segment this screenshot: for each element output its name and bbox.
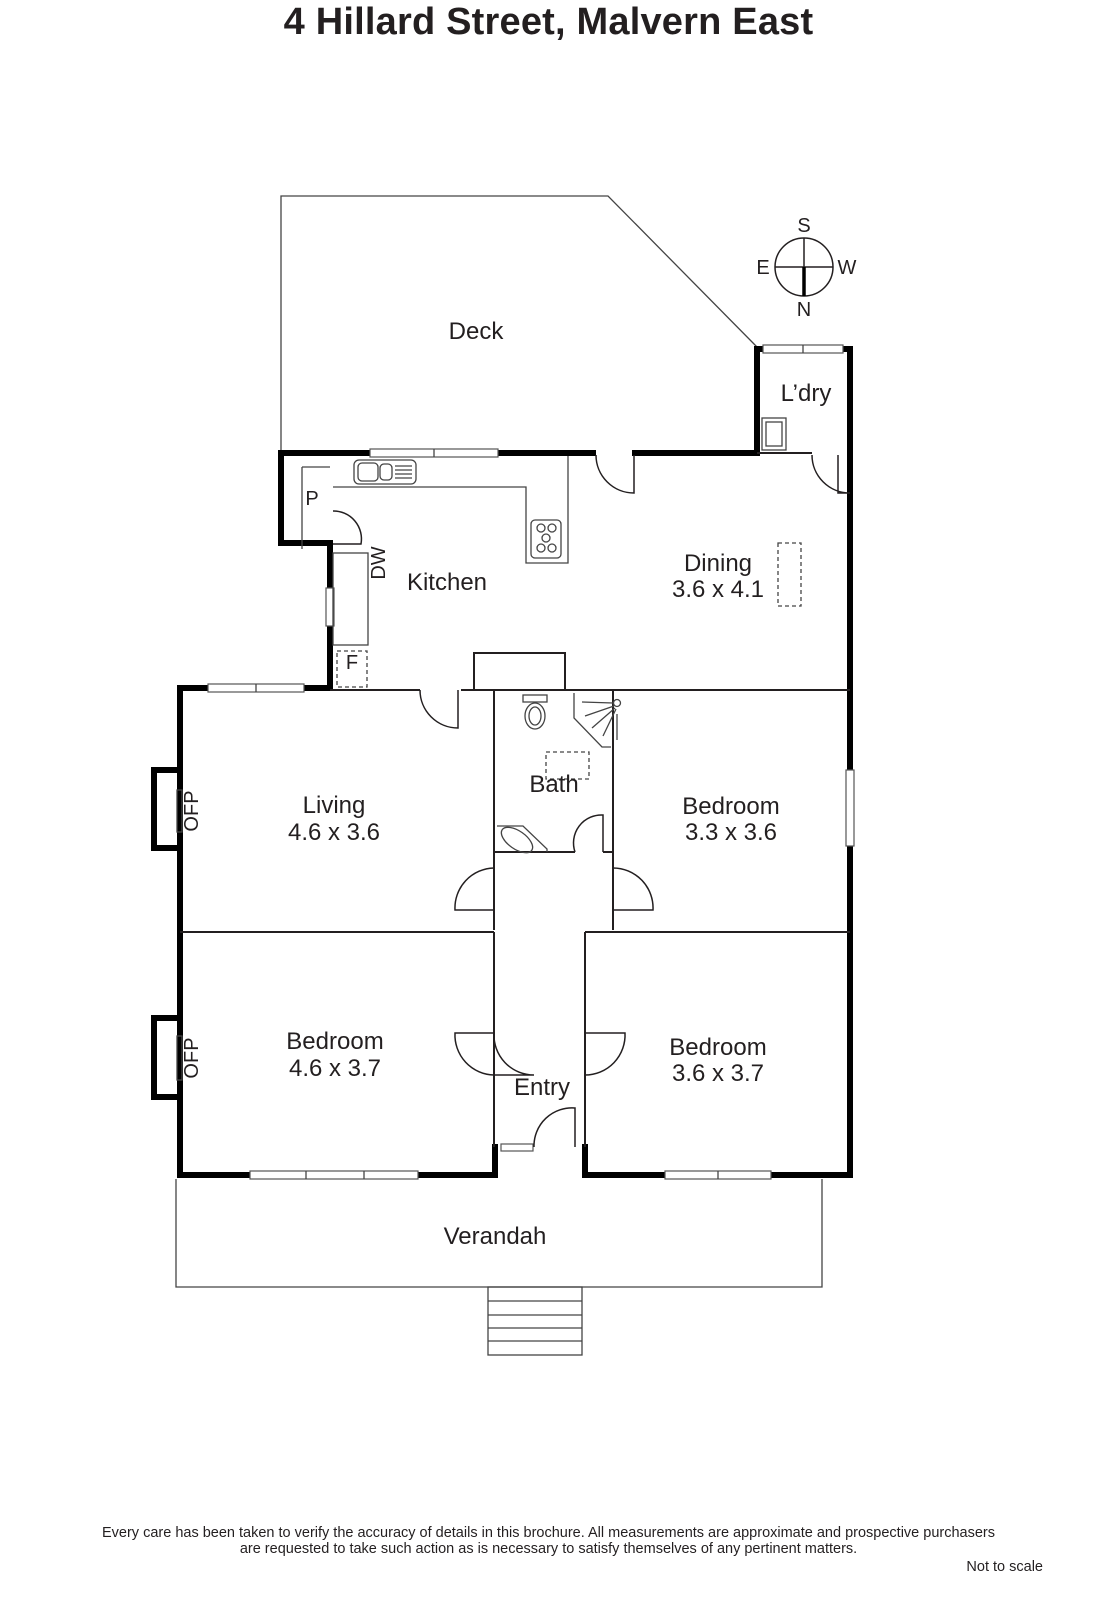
shower-icon	[573, 693, 622, 748]
room-dims-bedroom-east: 3.3 x 3.6	[685, 819, 777, 846]
label-open-fireplace-living: OFP	[181, 790, 203, 831]
doors	[332, 454, 851, 1148]
disclaimer-line-2: are requested to take such action as is …	[239, 1541, 858, 1557]
compass-east-label: E	[756, 257, 769, 279]
cooktop-icon	[530, 519, 562, 559]
scale-note: Not to scale	[966, 1559, 1043, 1575]
room-dims-bedroom-front-left: 4.6 x 3.7	[289, 1055, 381, 1082]
room-dims-living: 4.6 x 3.6	[288, 819, 380, 846]
page-title: 4 Hillard Street, Malvern East	[283, 1, 814, 43]
windows	[207, 344, 855, 1180]
room-dims-dining: 3.6 x 4.1	[672, 576, 764, 603]
room-label-living: Living	[303, 792, 366, 819]
compass-south-label: S	[797, 215, 810, 237]
room-label-bedroom-east: Bedroom	[682, 793, 779, 820]
basin-icon	[497, 825, 548, 854]
room-dims-bedroom-front-right: 3.6 x 3.7	[672, 1060, 764, 1087]
room-label-dining: Dining	[684, 550, 752, 577]
steps-icon	[487, 1286, 583, 1356]
bath-fixtures	[497, 693, 622, 854]
room-label-entry: Entry	[514, 1074, 570, 1101]
compass-west-label: W	[838, 257, 857, 279]
label-open-fireplace-bedroom: OFP	[181, 1037, 203, 1078]
room-label-bath: Bath	[529, 771, 578, 798]
room-label-laundry: L’dry	[781, 380, 832, 407]
room-label-pantry: P	[305, 488, 318, 510]
interior-walls	[180, 452, 850, 1147]
label-fridge: F	[346, 652, 358, 674]
deck-outline	[280, 195, 758, 450]
disclaimer-line-1: Every care has been taken to verify the …	[101, 1525, 995, 1541]
compass-north-label: N	[797, 299, 811, 321]
room-label-deck: Deck	[449, 318, 505, 345]
room-label-bedroom-front-right: Bedroom	[669, 1034, 766, 1061]
toilet-icon	[522, 694, 548, 730]
fireplace-icons	[176, 789, 183, 1081]
room-label-kitchen: Kitchen	[407, 569, 487, 596]
label-dishwasher: DW	[368, 546, 390, 579]
kitchen-fixtures	[301, 456, 802, 688]
sink-icon	[353, 459, 417, 485]
laundry-tub-icon	[761, 417, 787, 451]
room-label-verandah: Verandah	[444, 1223, 547, 1250]
compass-icon: S E W N	[756, 215, 856, 321]
room-label-bedroom-front-left: Bedroom	[286, 1028, 383, 1055]
